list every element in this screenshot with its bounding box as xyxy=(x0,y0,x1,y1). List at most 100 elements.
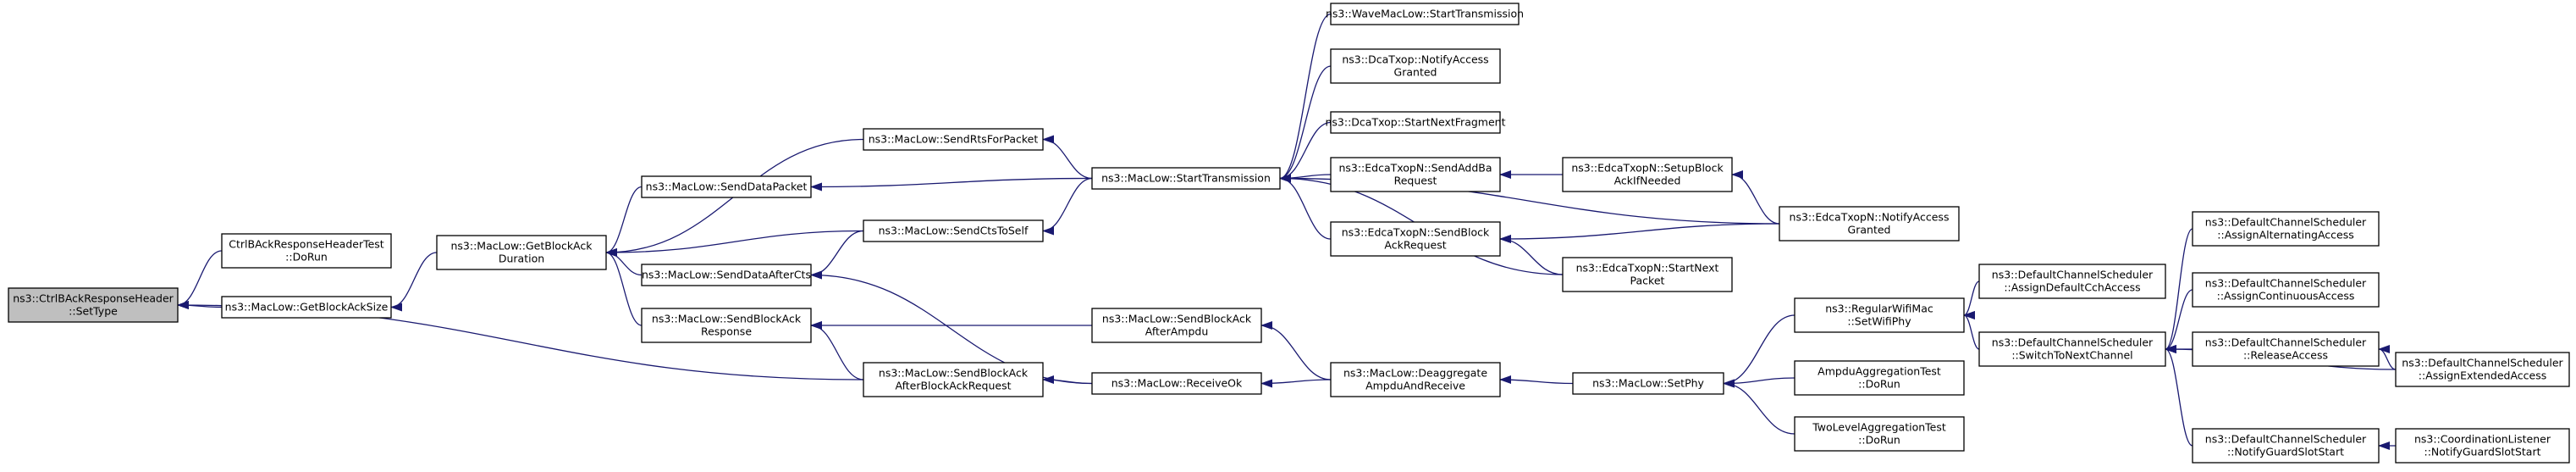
node-box-getbaksize xyxy=(221,296,392,319)
node-label-wavestart-0: ns3::WaveMacLow::StartTransmission xyxy=(1326,8,1524,20)
node-box-edcaaddba xyxy=(1330,157,1501,192)
edge-starttx-to-sendcts xyxy=(1042,177,1093,236)
node-dcanext[interactable]: ns3::DcaTxop::StartNextFragment xyxy=(1326,111,1506,134)
node-label-dcsalternating-0: ns3::DefaultChannelScheduler xyxy=(2205,216,2367,229)
node-box-ctrltest xyxy=(221,233,392,269)
node-label-setphy-0: ns3::MacLow::SetPhy xyxy=(1592,377,1704,390)
node-dcsalternating[interactable]: ns3::DefaultChannelScheduler::AssignAlte… xyxy=(2192,211,2380,247)
node-label-regularwifi-0: ns3::RegularWifiMac xyxy=(1825,303,1933,315)
node-label-sendbakresp-1: Response xyxy=(701,325,752,338)
node-settype[interactable]: ns3::CtrlBAckResponseHeader::SetType xyxy=(8,287,179,323)
edge-dcsassigndefault-to-regularwifi xyxy=(1963,280,1980,319)
node-label-edcastartnext-1: Packet xyxy=(1630,275,1665,287)
node-dcsextended[interactable]: ns3::DefaultChannelScheduler::AssignExte… xyxy=(2395,352,2570,387)
node-coordguard[interactable]: ns3::CoordinationListener::NotifyGuardSl… xyxy=(2395,428,2570,464)
edge-deaggregate-to-receiveok xyxy=(1260,379,1332,388)
node-label-dcsalternating-1: ::AssignAlternatingAccess xyxy=(2217,229,2353,242)
node-label-dcanext-0: ns3::DcaTxop::StartNextFragment xyxy=(1326,116,1506,129)
node-label-sendbakafterampdu-0: ns3::MacLow::SendBlockAck xyxy=(1102,313,1252,325)
node-dcsguard[interactable]: ns3::DefaultChannelScheduler::NotifyGuar… xyxy=(2192,428,2380,464)
node-label-edcabar-0: ns3::EdcaTxopN::SendBlock xyxy=(1342,226,1490,239)
edge-dcanext-to-starttx xyxy=(1279,121,1332,183)
node-label-dcsextended-1: ::AssignExtendedAccess xyxy=(2419,369,2547,382)
node-box-edcabar xyxy=(1330,221,1501,257)
node-label-dcscontinuous-1: ::AssignContinuousAccess xyxy=(2217,290,2355,303)
node-box-setphy xyxy=(1572,372,1724,395)
node-box-dcsguard xyxy=(2192,428,2380,464)
node-label-dcsguard-1: ::NotifyGuardSlotStart xyxy=(2227,446,2344,458)
node-box-edcasetup xyxy=(1562,157,1733,192)
edge-edcanotify-to-edcasetup xyxy=(1731,170,1780,225)
node-box-regularwifi xyxy=(1794,297,1965,333)
edge-dcscontinuous-to-dcsswitch xyxy=(2165,289,2193,353)
node-starttx[interactable]: ns3::MacLow::StartTransmission xyxy=(1091,167,1281,190)
node-box-twoleveltest xyxy=(1794,416,1965,452)
node-dcsassigndefault[interactable]: ns3::DefaultChannelScheduler::AssignDefa… xyxy=(1978,264,2166,299)
node-label-edcaaddba-1: Request xyxy=(1394,175,1437,187)
node-ctrltest[interactable]: CtrlBAckResponseHeaderTest::DoRun xyxy=(221,233,392,269)
node-label-edcaaddba-0: ns3::EdcaTxopN::SendAddBa xyxy=(1338,162,1492,175)
node-twoleveltest[interactable]: TwoLevelAggregationTest::DoRun xyxy=(1794,416,1965,452)
node-label-sendbakafterreq-0: ns3::MacLow::SendBlockAck xyxy=(879,367,1029,380)
node-label-edcasetup-0: ns3::EdcaTxopN::SetupBlock xyxy=(1571,162,1724,175)
node-sendcts[interactable]: ns3::MacLow::SendCtsToSelf xyxy=(863,219,1044,242)
node-box-sendbakresp xyxy=(641,308,812,343)
node-receiveok[interactable]: ns3::MacLow::ReceiveOk xyxy=(1091,372,1262,395)
edge-sendcts-to-senddataaftercts xyxy=(810,230,864,280)
node-label-sendbakresp-0: ns3::MacLow::SendBlockAck xyxy=(652,313,802,325)
node-label-getbakdur-1: Duration xyxy=(499,253,544,265)
node-label-deaggregate-1: AmpduAndReceive xyxy=(1365,380,1465,392)
node-box-dcsalternating xyxy=(2192,211,2380,247)
node-sendrts[interactable]: ns3::MacLow::SendRtsForPacket xyxy=(863,128,1044,151)
edge-wavestart-to-starttx xyxy=(1279,13,1332,183)
node-label-deaggregate-0: ns3::MacLow::Deaggregate xyxy=(1343,367,1487,380)
node-box-sendrts xyxy=(863,128,1044,151)
node-label-settype-1: ::SetType xyxy=(69,305,118,318)
node-label-ampdutest-0: AmpduAggregationTest xyxy=(1818,365,1941,378)
node-label-dcsrelease-0: ns3::DefaultChannelScheduler xyxy=(2205,336,2367,349)
edge-dcsextended-to-dcsrelease xyxy=(2378,345,2397,370)
node-getbaksize[interactable]: ns3::MacLow::GetBlockAckSize xyxy=(221,296,392,319)
node-box-settype xyxy=(8,287,179,323)
node-box-coordguard xyxy=(2395,428,2570,464)
node-label-getbaksize-0: ns3::MacLow::GetBlockAckSize xyxy=(225,301,389,314)
node-senddataaftercts[interactable]: ns3::MacLow::SendDataAfterCts xyxy=(641,264,812,286)
node-label-dcsswitch-0: ns3::DefaultChannelScheduler xyxy=(1992,336,2154,349)
node-dcscontinuous[interactable]: ns3::DefaultChannelScheduler::AssignCont… xyxy=(2192,272,2380,308)
node-dcsswitch[interactable]: ns3::DefaultChannelScheduler::SwitchToNe… xyxy=(1978,331,2166,367)
node-setphy[interactable]: ns3::MacLow::SetPhy xyxy=(1572,372,1724,395)
node-label-dcsrelease-1: ::ReleaseAccess xyxy=(2243,349,2328,362)
node-label-twoleveltest-0: TwoLevelAggregationTest xyxy=(1812,421,1946,434)
edge-sendbakafterreq-to-sendbakresp xyxy=(810,321,864,380)
node-label-receiveok-0: ns3::MacLow::ReceiveOk xyxy=(1111,377,1243,390)
node-regularwifi[interactable]: ns3::RegularWifiMac::SetWifiPhy xyxy=(1794,297,1965,333)
node-label-sendbakafterampdu-1: AfterAmpdu xyxy=(1145,325,1209,338)
node-sendbakafterreq[interactable]: ns3::MacLow::SendBlockAckAfterBlockAckRe… xyxy=(863,362,1044,397)
node-box-edcastartnext xyxy=(1562,257,1733,292)
node-label-sendrts-0: ns3::MacLow::SendRtsForPacket xyxy=(869,133,1039,146)
node-label-edcastartnext-0: ns3::EdcaTxopN::StartNext xyxy=(1576,262,1719,275)
node-label-coordguard-1: ::NotifyGuardSlotStart xyxy=(2424,446,2541,458)
node-senddatapacket[interactable]: ns3::MacLow::SendDataPacket xyxy=(641,175,812,198)
node-label-sendbakafterreq-1: AfterBlockAckRequest xyxy=(895,380,1011,392)
edge-senddatapacket-to-getbakdur xyxy=(605,186,643,257)
node-box-deaggregate xyxy=(1330,362,1501,397)
node-label-dcanotify-1: Granted xyxy=(1394,66,1437,79)
node-box-ampdutest xyxy=(1794,360,1965,396)
node-wavestart[interactable]: ns3::WaveMacLow::StartTransmission xyxy=(1326,3,1524,25)
node-ampdutest[interactable]: AmpduAggregationTest::DoRun xyxy=(1794,360,1965,396)
node-label-dcsextended-0: ns3::DefaultChannelScheduler xyxy=(2402,357,2563,369)
node-dcsrelease[interactable]: ns3::DefaultChannelScheduler::ReleaseAcc… xyxy=(2192,331,2380,367)
edge-sendcts-to-getbakdur xyxy=(605,230,864,257)
